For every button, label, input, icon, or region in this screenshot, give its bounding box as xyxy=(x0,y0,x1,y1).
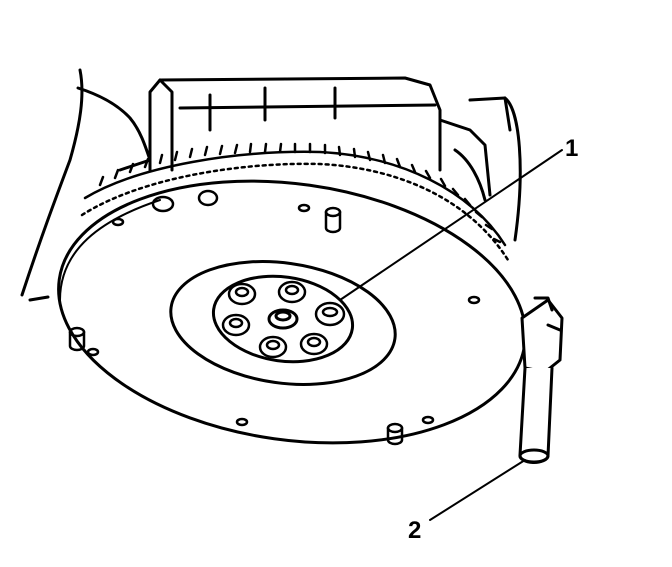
ring-gear-teeth xyxy=(80,142,510,262)
flywheel-bolts xyxy=(221,280,346,359)
disc-holes xyxy=(86,189,481,427)
bolt xyxy=(299,332,329,356)
bolt xyxy=(277,280,307,304)
dowel-pins xyxy=(68,206,404,446)
leader-lines xyxy=(339,149,563,521)
callout-1-label: 1 xyxy=(565,135,578,162)
holding-tool xyxy=(518,296,564,465)
bolt xyxy=(221,313,251,337)
flywheel-hub xyxy=(169,260,397,386)
bolt xyxy=(314,301,346,327)
leader-line-2 xyxy=(429,459,526,521)
callout-2-label: 2 xyxy=(408,517,421,544)
leader-line-1 xyxy=(339,149,563,301)
engine-block xyxy=(20,68,522,302)
bolt xyxy=(258,335,288,359)
bolt xyxy=(227,282,257,306)
